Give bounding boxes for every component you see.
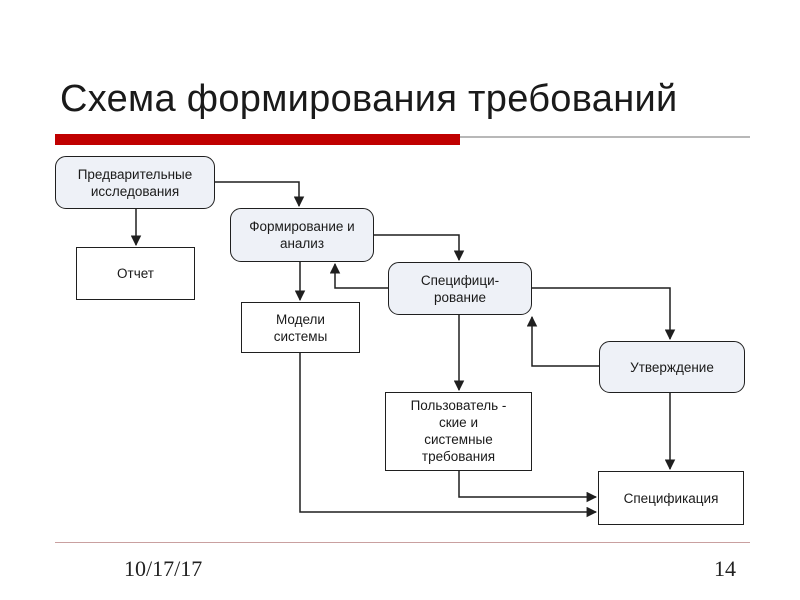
node-formation-line1: Формирование и [249,219,355,234]
node-preliminary-line2: исследования [90,183,180,199]
footer-divider [55,542,750,543]
footer-page-number: 14 [714,556,736,581]
node-requirements-line1: Пользователь - [410,397,507,413]
node-formation-analysis: Формирование и анализ [230,208,374,262]
arrow-specification-to-approval [532,287,676,341]
node-preliminary-research: Предварительные исследования [55,156,215,209]
node-requirements-line2: ские и [438,414,478,430]
title-underline-thin [460,136,750,138]
node-specification-document: Спецификация [598,471,744,525]
node-report: Отчет [76,247,195,300]
arrow-formation-to-specification [374,234,465,262]
node-specification-doc-label: Спецификация [623,490,719,506]
node-preliminary-line1: Предварительные [77,166,193,182]
slide-title: Схема формирования требований [60,78,678,120]
arrow-requirements-to-specification-doc [458,471,598,503]
node-specification-line1: Специфици- [420,272,500,288]
node-report-label: Отчет [117,266,154,281]
arrow-approval-to-specification [526,315,599,367]
node-specification-process: Специфици- рование [388,262,532,315]
node-formation-line2: анализ [279,236,325,251]
arrow-specification-to-formation [329,262,388,289]
node-models-line2: системы [273,328,328,344]
node-requirements-line3: системные [424,431,493,447]
node-user-system-requirements: Пользователь - ские и системные требован… [385,392,532,471]
node-system-models: Модели системы [241,302,360,353]
node-approval: Утверждение [599,341,745,393]
arrow-preliminary-to-formation [215,181,305,208]
footer-date: 10/17/17 [124,556,203,581]
node-models-line1: Модели [276,311,325,327]
node-specification-line2: рование [433,289,487,305]
node-approval-label: Утверждение [630,359,714,375]
node-requirements-line4: требования [421,448,496,464]
title-underline-accent [55,134,460,145]
